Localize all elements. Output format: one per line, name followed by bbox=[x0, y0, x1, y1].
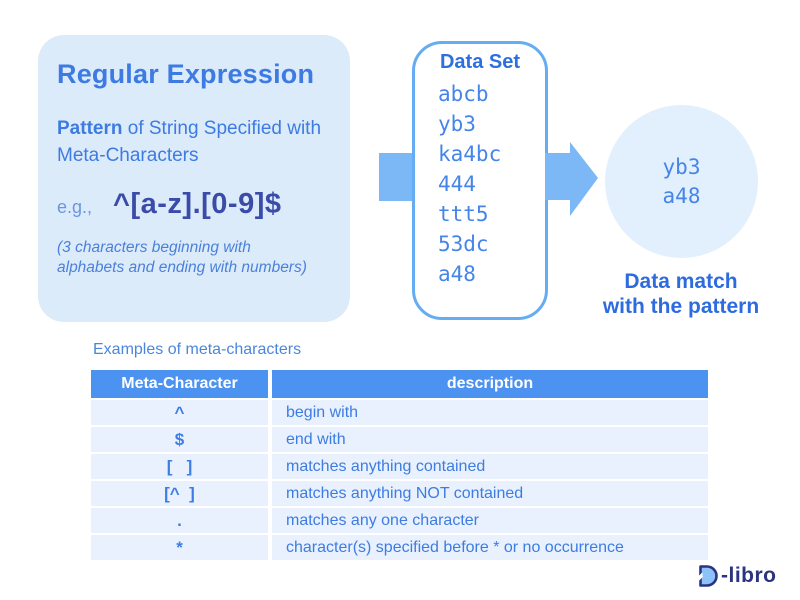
match-item: yb3 bbox=[662, 154, 701, 179]
meta-character-cell: [ ] bbox=[91, 454, 268, 479]
match-result-caption: Data match with the pattern bbox=[571, 269, 791, 319]
description-cell: end with bbox=[272, 427, 708, 452]
dataset-item: 53dc bbox=[438, 232, 489, 256]
meta-character-cell: $ bbox=[91, 427, 268, 452]
meta-characters-table: Meta-Character description ^ begin with … bbox=[91, 370, 708, 562]
flow-connector-bar bbox=[379, 153, 413, 201]
description-cell: matches anything contained bbox=[272, 454, 708, 479]
regex-pattern: ^[a-z].[0-9]$ bbox=[113, 188, 282, 220]
d-libro-logo-icon bbox=[694, 565, 718, 587]
description-cell: begin with bbox=[272, 400, 708, 425]
table-caption: Examples of meta-characters bbox=[93, 341, 302, 358]
d-libro-logo-text: -libro bbox=[721, 564, 777, 587]
dataset-title: Data Set bbox=[439, 51, 521, 73]
regex-note-line1: (3 characters beginning with bbox=[57, 239, 251, 256]
description-cell: matches anything NOT contained bbox=[272, 481, 708, 506]
regex-note-line2: alphabets and ending with numbers) bbox=[57, 259, 307, 276]
meta-character-cell: * bbox=[91, 535, 268, 560]
example-label: e.g., bbox=[57, 197, 93, 217]
regex-note: (3 characters beginning with alphabets a… bbox=[57, 238, 332, 278]
dataset-item: 444 bbox=[438, 172, 476, 196]
description-cell: matches any one character bbox=[272, 508, 708, 533]
dataset-item: ttt5 bbox=[438, 202, 489, 226]
regex-panel-subtitle: Pattern of String Specified with Meta-Ch… bbox=[57, 115, 332, 169]
dataset-panel: Data Set abcb yb3 ka4bc 444 ttt5 53dc a4… bbox=[412, 41, 548, 320]
meta-character-cell: [^ ] bbox=[91, 481, 268, 506]
subtitle-bold-word: Pattern bbox=[57, 118, 123, 139]
table-row: $ end with bbox=[91, 427, 708, 452]
dataset-item: ka4bc bbox=[438, 142, 502, 166]
table-header-row: Meta-Character description bbox=[91, 370, 708, 398]
table-row: [ ] matches anything contained bbox=[91, 454, 708, 479]
dataset-list: abcb yb3 ka4bc 444 ttt5 53dc a48 bbox=[415, 79, 545, 289]
table-row: ^ begin with bbox=[91, 400, 708, 425]
caption-line1: Data match bbox=[624, 270, 738, 293]
match-result-circle: yb3 a48 bbox=[605, 105, 758, 258]
caption-line2: with the pattern bbox=[602, 295, 760, 318]
table-row: [^ ] matches anything NOT contained bbox=[91, 481, 708, 506]
regex-panel: Regular Expression Pattern of String Spe… bbox=[38, 35, 350, 322]
dataset-item: yb3 bbox=[438, 112, 476, 136]
match-item: a48 bbox=[662, 183, 701, 208]
regex-panel-title: Regular Expression bbox=[57, 59, 315, 89]
subtitle-rest: of String Specified with Meta-Characters bbox=[57, 118, 322, 166]
d-libro-logo[interactable]: -libro bbox=[694, 564, 777, 588]
table-body: ^ begin with $ end with [ ] matches anyt… bbox=[91, 400, 708, 560]
header-description: description bbox=[272, 370, 708, 398]
description-cell: character(s) specified before * or no oc… bbox=[272, 535, 708, 560]
table-row: . matches any one character bbox=[91, 508, 708, 533]
meta-character-cell: ^ bbox=[91, 400, 268, 425]
header-meta-character: Meta-Character bbox=[91, 370, 268, 398]
flow-arrow-icon bbox=[545, 142, 598, 216]
dataset-item: abcb bbox=[438, 82, 489, 106]
dataset-item: a48 bbox=[438, 262, 476, 286]
example-row: e.g., ^[a-z].[0-9]$ bbox=[57, 188, 332, 221]
meta-character-cell: . bbox=[91, 508, 268, 533]
table-row: * character(s) specified before * or no … bbox=[91, 535, 708, 560]
